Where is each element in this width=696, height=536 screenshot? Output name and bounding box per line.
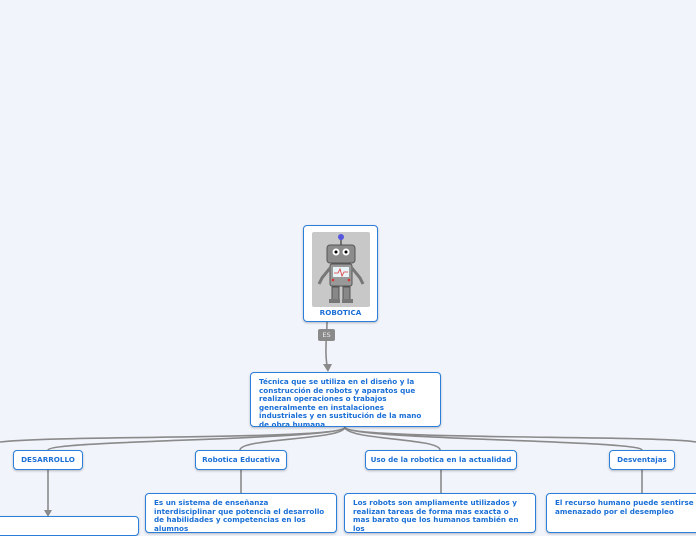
branch-desarrollo[interactable]: DESARROLLO <box>13 450 83 470</box>
robot-image <box>312 232 370 307</box>
branch-robotica-educativa[interactable]: Robotica Educativa <box>195 450 287 470</box>
connector-educativa <box>239 426 346 451</box>
branch-desventajas[interactable]: Desventajas <box>609 450 675 470</box>
root-label: ROBOTICA <box>319 308 362 317</box>
connector-lines <box>0 321 696 517</box>
connector-offscreen-right <box>344 426 696 443</box>
uso-detail-node[interactable]: Los robots son ampliamente utilizados y … <box>344 493 536 533</box>
branch-uso-actualidad[interactable]: Uso de la robotica en la actualidad <box>365 450 517 470</box>
connector-uso <box>344 426 441 451</box>
relation-label: ES <box>318 329 335 341</box>
desventajas-detail-node[interactable]: El recurso humano puede sentirse amenaza… <box>546 493 696 533</box>
educativa-detail-node[interactable]: Es un sistema de enseñanza interdiscipli… <box>145 493 337 533</box>
definition-node[interactable]: Técnica que se utiliza en el diseño y la… <box>250 372 441 427</box>
connector-desarrollo <box>47 426 346 451</box>
root-node[interactable]: ROBOTICA <box>303 225 378 322</box>
desarrollo-detail-node[interactable] <box>0 516 139 536</box>
